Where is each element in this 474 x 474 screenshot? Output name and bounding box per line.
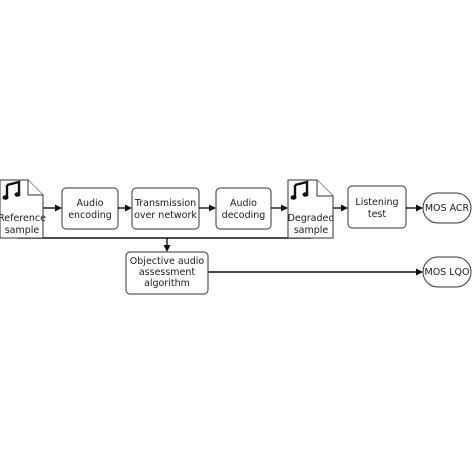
objective-algorithm-label-line1: Objective audio [130, 256, 205, 267]
reference-sample-label-line1: Reference [0, 213, 46, 224]
connectors [18, 204, 423, 276]
audio-encoding-node: Audio encoding [61, 187, 119, 230]
audio-decoding-label-line1: Audio [230, 198, 257, 209]
arrowhead [416, 268, 423, 276]
music-note-icon [290, 180, 309, 200]
objective-algorithm-label-line2: assessment [139, 267, 196, 278]
listening-test-node: Listening test [347, 185, 407, 229]
mos-acr-node: MOS ACR [422, 192, 472, 224]
mos-acr-label: MOS ACR [425, 203, 470, 214]
transmission-label-line2: over network [134, 210, 197, 221]
arrowhead [416, 204, 423, 212]
arrowhead [125, 204, 132, 212]
arrowhead [341, 204, 348, 212]
arrowhead [209, 204, 216, 212]
objective-algorithm-node: Objective audio assessment algorithm [125, 251, 209, 295]
audio-encoding-label-line1: Audio [76, 198, 103, 209]
audio-decoding-node: Audio decoding [215, 187, 272, 230]
listening-test-label-line1: Listening [355, 197, 398, 208]
listening-test-label-line2: test [368, 209, 387, 220]
mos-lqo-node: MOS LQO [422, 256, 472, 288]
reference-sample-node: Reference sample [0, 179, 46, 239]
arrowhead [281, 204, 288, 212]
arrowhead [55, 204, 62, 212]
degraded-sample-label-line1: Degraded [288, 213, 335, 224]
arrowhead [163, 245, 171, 252]
degraded-sample-node: Degraded sample [287, 179, 335, 239]
objective-algorithm-label-line3: algorithm [144, 278, 190, 289]
audio-decoding-label-line2: decoding [222, 210, 266, 221]
audio-encoding-label-line2: encoding [68, 210, 112, 221]
mos-lqo-label: MOS LQO [425, 267, 470, 278]
transmission-node: Transmission over network [131, 187, 200, 230]
reference-sample-label-line2: sample [5, 225, 40, 236]
music-note-icon [2, 180, 21, 200]
degraded-sample-label-line2: sample [294, 225, 329, 236]
transmission-label-line1: Transmission [134, 198, 196, 209]
